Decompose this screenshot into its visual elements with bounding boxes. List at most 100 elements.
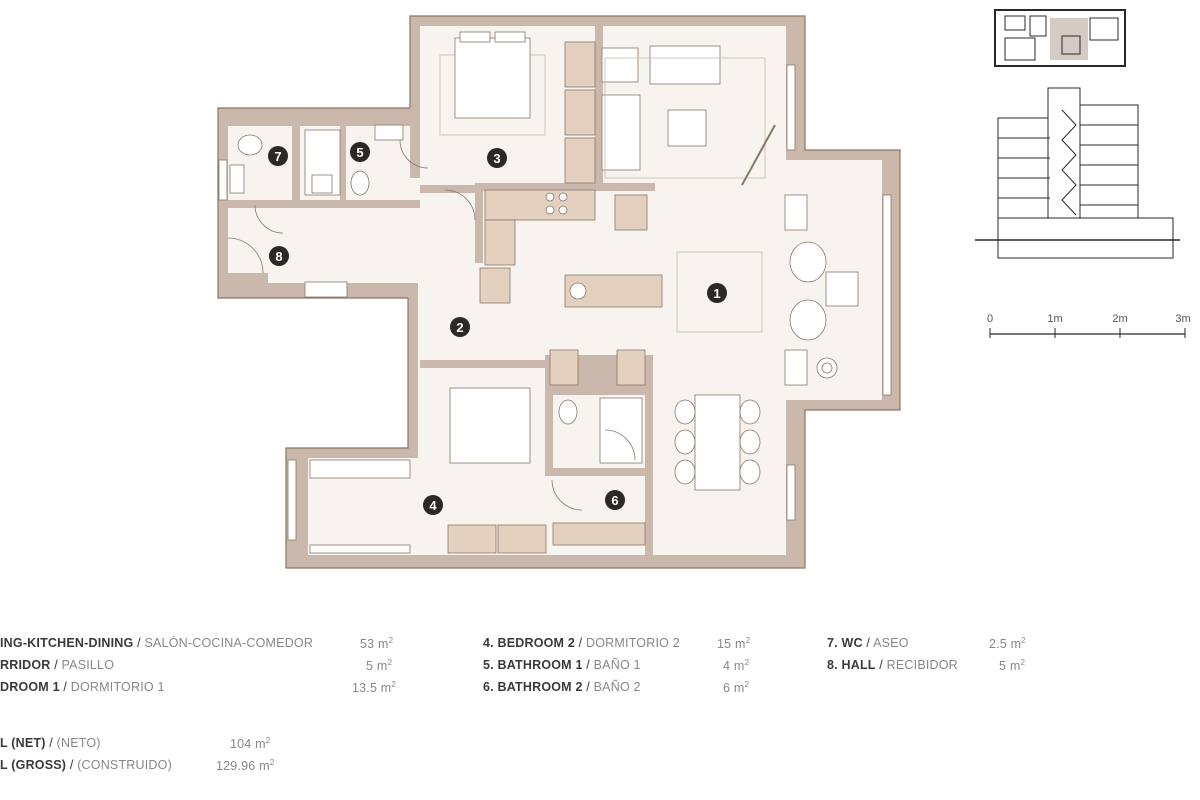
desk (309, 459, 411, 479)
legend-room-es: SALÓN-COCINA-COMEDOR (144, 636, 314, 650)
legend-separator: / (59, 680, 71, 694)
partition-wall (410, 108, 420, 178)
window (218, 159, 228, 201)
legend-area: 5 m2 (366, 658, 393, 674)
room-marker-1-label: 1 (713, 286, 720, 301)
legend-room-es: BAÑO 1 (593, 658, 641, 672)
legend-item: 4. BEDROOM 2 / DORMITORIO 2 15 m2 (483, 636, 763, 652)
scale-label: 1m (1047, 313, 1062, 325)
partition-wall (228, 273, 268, 283)
kitchen-counter (484, 189, 596, 221)
armchair (601, 47, 639, 83)
window (287, 459, 297, 541)
shower (599, 397, 643, 464)
desk (309, 544, 411, 554)
room-marker-4-label: 4 (429, 498, 437, 513)
legend-area: 4 m2 (723, 658, 750, 674)
room-marker-3 (487, 148, 507, 168)
legend-item: ING-KITCHEN-DINING / SALÓN-COCINA-COMEDO… (0, 636, 400, 652)
total-area: 129.96 m2 (216, 758, 275, 774)
armchair (789, 241, 827, 283)
partition-wall (300, 118, 410, 126)
dining-table (694, 394, 741, 491)
nightstand (616, 349, 646, 386)
total-label-es: (NETO) (56, 736, 101, 750)
legend-separator: / (582, 680, 594, 694)
legend-room-es: ASEO (873, 636, 909, 650)
room-markers: 1 2 3 4 5 6 7 8 (268, 142, 727, 515)
legend-room-en: 6. BATHROOM 2 (483, 680, 583, 694)
legend-item: 8. HALL / RECIBIDOR 5 m2 (827, 658, 1047, 674)
key-plan-room (1029, 15, 1047, 37)
partition-wall (300, 458, 308, 555)
sink (374, 124, 404, 141)
pillow (459, 31, 491, 43)
building-elevation (975, 87, 1180, 259)
total-separator: / (66, 758, 78, 772)
total-gross: L (GROSS) / (CONSTRUIDO) 129.96 m2 (0, 758, 290, 774)
total-label-es: (CONSTRUIDO) (77, 758, 172, 772)
door-swing (399, 139, 429, 169)
legend-separator: / (50, 658, 62, 672)
wardrobe (447, 524, 497, 554)
sofa (601, 94, 641, 171)
partition-wall (300, 200, 420, 208)
room-marker-6-label: 6 (611, 493, 618, 508)
furniture (227, 31, 859, 554)
partition-wall (475, 183, 655, 191)
total-area: 104 m2 (230, 736, 271, 752)
dining-chair (739, 459, 761, 485)
key-plan-unit (1050, 18, 1088, 60)
total-label-en: L (GROSS) (0, 758, 67, 772)
partition-wall (292, 118, 300, 208)
cabinet (479, 267, 511, 304)
coffee-table (667, 109, 707, 147)
side-table (825, 271, 859, 307)
scale-label: 0 (987, 313, 993, 325)
legend-item: 5. BATHROOM 1 / BAÑO 1 4 m2 (483, 658, 763, 674)
tower-right (1079, 104, 1139, 219)
key-plan-room (1089, 17, 1119, 41)
legend-area: 13.5 m2 (352, 680, 397, 696)
nightstand (549, 349, 579, 386)
shoe-cabinet (304, 281, 348, 298)
key-plan (994, 9, 1126, 67)
hob-burner (558, 205, 568, 215)
dining-chair (739, 399, 761, 425)
legend-room-en: 4. BEDROOM 2 (483, 636, 575, 650)
rug (676, 251, 763, 333)
window (786, 64, 796, 151)
room-marker-8-label: 8 (275, 249, 282, 264)
wardrobe (564, 137, 596, 184)
scale-label: 2m (1112, 313, 1127, 325)
legend-area: 5 m2 (999, 658, 1026, 674)
total-net: L (NET) / (NETO) 104 m2 (0, 736, 290, 752)
legend-room-es: RECIBIDOR (886, 658, 958, 672)
wardrobe (564, 89, 596, 136)
wardrobe (564, 41, 596, 88)
room-marker-5 (350, 142, 370, 162)
legend-area: 53 m2 (360, 636, 394, 652)
fridge (614, 194, 648, 231)
partition-wall (475, 183, 483, 263)
room-marker-7-label: 7 (274, 149, 281, 164)
legend-room-en: 7. WC (827, 636, 863, 650)
dining-chair (674, 459, 696, 485)
partition-wall (595, 26, 603, 186)
legend-area: 15 m2 (717, 636, 751, 652)
rug (604, 57, 766, 179)
total-label-en: L (NET) (0, 736, 46, 750)
podium (997, 217, 1174, 259)
legend-room-es: PASILLO (61, 658, 115, 672)
partition-wall (645, 355, 653, 555)
sink (569, 282, 587, 300)
window (882, 194, 892, 396)
kitchen-island (564, 274, 663, 308)
door-swing (444, 189, 476, 221)
legend-separator: / (875, 658, 887, 672)
window (786, 464, 796, 521)
legend-item: DROOM 1 / DORMITORIO 1 13.5 m2 (0, 680, 400, 696)
door-swing (604, 429, 636, 461)
armchair (789, 299, 827, 341)
